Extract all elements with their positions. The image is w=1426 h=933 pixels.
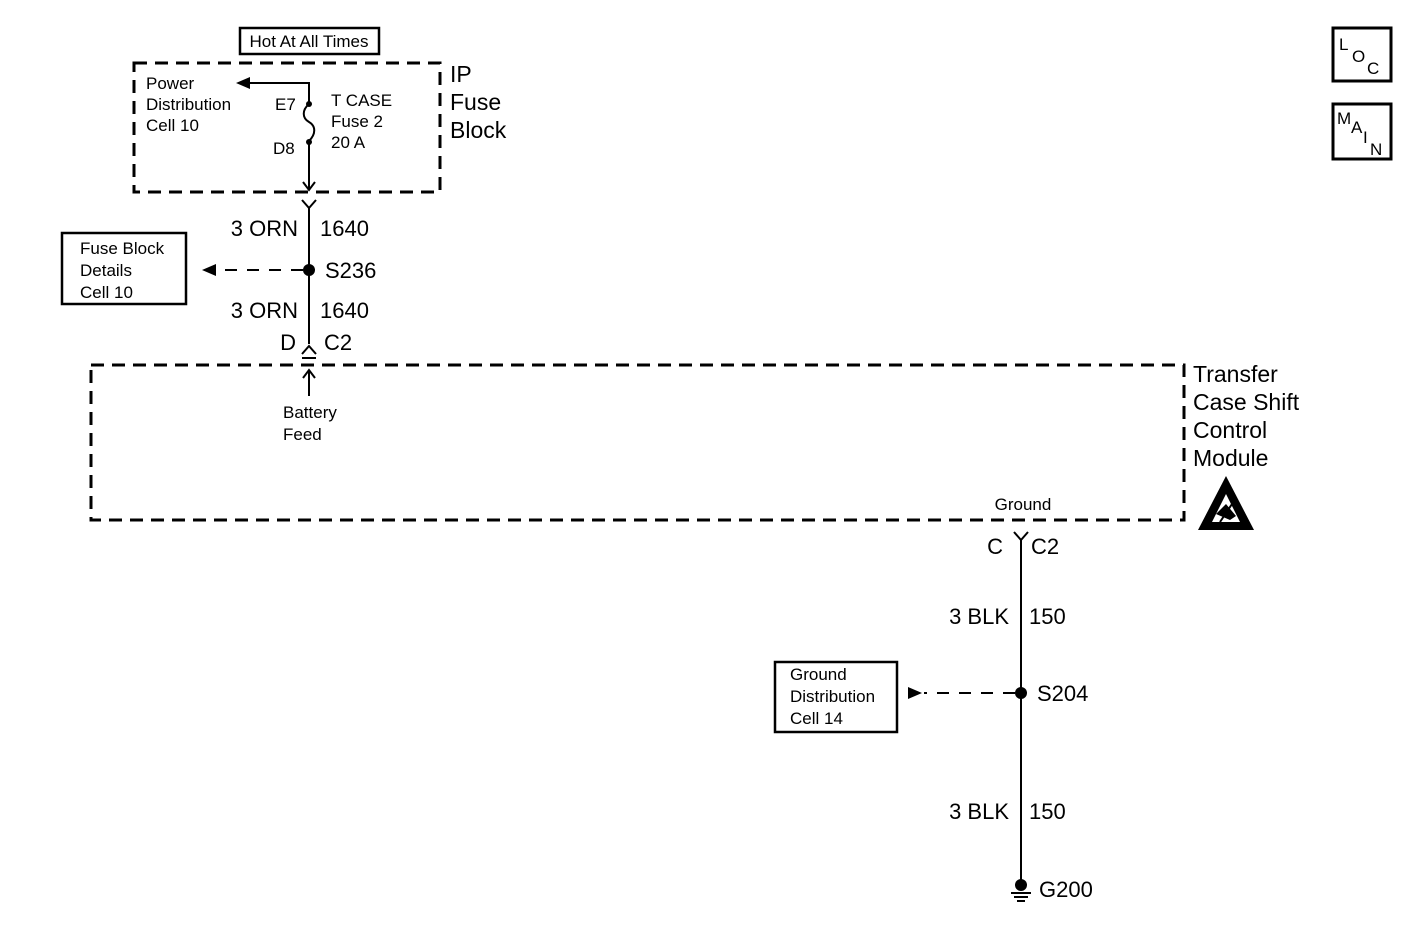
svg-text:Distribution: Distribution: [146, 95, 231, 114]
loc-letter-o: O: [1352, 47, 1365, 66]
ground-label: Ground: [995, 495, 1052, 514]
wire-mid-circuit: 1640: [320, 298, 369, 323]
pin-e7-label: E7: [275, 95, 296, 114]
wire-mid-gauge: 3 ORN: [231, 298, 298, 323]
wire-bot2-gauge: 3 BLK: [949, 799, 1009, 824]
wire-top-circuit: 1640: [320, 216, 369, 241]
ground-distribution-reference[interactable]: Ground Distribution Cell 14: [773, 660, 899, 734]
transfer-case-module-outline: [89, 363, 1186, 522]
wire-bot1-gauge: 3 BLK: [949, 604, 1009, 629]
wire-top-gauge: 3 ORN: [231, 216, 298, 241]
ip-fuse-block-outline: [132, 61, 442, 194]
connector-bottom-pin: C: [987, 534, 1003, 559]
loc-button[interactable]: L O C: [1331, 26, 1393, 83]
loc-letter-c: C: [1367, 59, 1379, 78]
splice-s236: [303, 264, 315, 276]
connector-top-name: C2: [324, 330, 352, 355]
svg-text:Details: Details: [80, 261, 132, 280]
splice-s236-label: S236: [325, 258, 376, 283]
fuse-symbol: [302, 101, 316, 145]
svg-text:Ground: Ground: [790, 665, 847, 684]
svg-text:Cell 14: Cell 14: [790, 709, 843, 728]
svg-text:Fuse Block: Fuse Block: [80, 239, 165, 258]
svg-text:Case Shift: Case Shift: [1193, 389, 1300, 415]
splice-s204-label: S204: [1037, 681, 1088, 706]
svg-text:Control: Control: [1193, 417, 1267, 443]
connector-c2-top: [301, 344, 317, 359]
svg-text:Block: Block: [450, 117, 507, 143]
ground-symbol-icon: [1011, 879, 1031, 902]
pin-d8-label: D8: [273, 139, 295, 158]
svg-text:Transfer: Transfer: [1193, 361, 1278, 387]
svg-text:Cell 10: Cell 10: [80, 283, 133, 302]
splice-s204: [1015, 687, 1027, 699]
wire-bot1-circuit: 150: [1029, 604, 1066, 629]
svg-text:Hot At All Times: Hot At All Times: [249, 32, 368, 51]
svg-text:Fuse: Fuse: [450, 89, 501, 115]
ground-point-label: G200: [1039, 877, 1093, 902]
fuse-block-details-reference[interactable]: Fuse Block Details Cell 10: [60, 231, 188, 306]
connector-top-pin: D: [280, 330, 296, 355]
svg-text:Distribution: Distribution: [790, 687, 875, 706]
main-letter-m: M: [1337, 109, 1351, 128]
main-letter-n: N: [1370, 140, 1382, 159]
svg-text:Cell 10: Cell 10: [146, 116, 199, 135]
svg-text:IP: IP: [450, 61, 472, 87]
svg-text:Power: Power: [146, 74, 195, 93]
svg-text:Battery: Battery: [283, 403, 337, 422]
svg-text:Feed: Feed: [283, 425, 322, 444]
battery-feed-label: Battery Feed: [283, 403, 337, 444]
hot-at-all-times-label: Hot At All Times: [238, 26, 381, 56]
fuse-block-connector: [301, 199, 317, 210]
power-feed-arrow: [236, 77, 310, 102]
fuse-block-details-arrow: [202, 264, 303, 276]
ground-distribution-arrow: [908, 687, 1015, 699]
ip-fuse-block-label: IP Fuse Block: [450, 61, 507, 143]
power-distribution-reference[interactable]: Power Distribution Cell 10: [146, 74, 231, 135]
main-button[interactable]: M A I N: [1331, 102, 1393, 161]
main-letter-i: I: [1363, 128, 1368, 147]
svg-text:Fuse 2: Fuse 2: [331, 112, 383, 131]
transfer-case-module-label: Transfer Case Shift Control Module: [1193, 361, 1300, 471]
connector-c2-bottom: [1013, 531, 1029, 542]
main-letter-a: A: [1351, 118, 1363, 137]
svg-text:Module: Module: [1193, 445, 1268, 471]
wire-bot2-circuit: 150: [1029, 799, 1066, 824]
svg-text:20 A: 20 A: [331, 133, 366, 152]
loc-letter-l: L: [1339, 35, 1348, 54]
battery-feed-arrow: [302, 368, 316, 396]
svg-text:T CASE: T CASE: [331, 91, 392, 110]
fuse-label: T CASE Fuse 2 20 A: [331, 91, 392, 152]
connector-bottom-name: C2: [1031, 534, 1059, 559]
esd-warning-icon: [1198, 476, 1254, 530]
